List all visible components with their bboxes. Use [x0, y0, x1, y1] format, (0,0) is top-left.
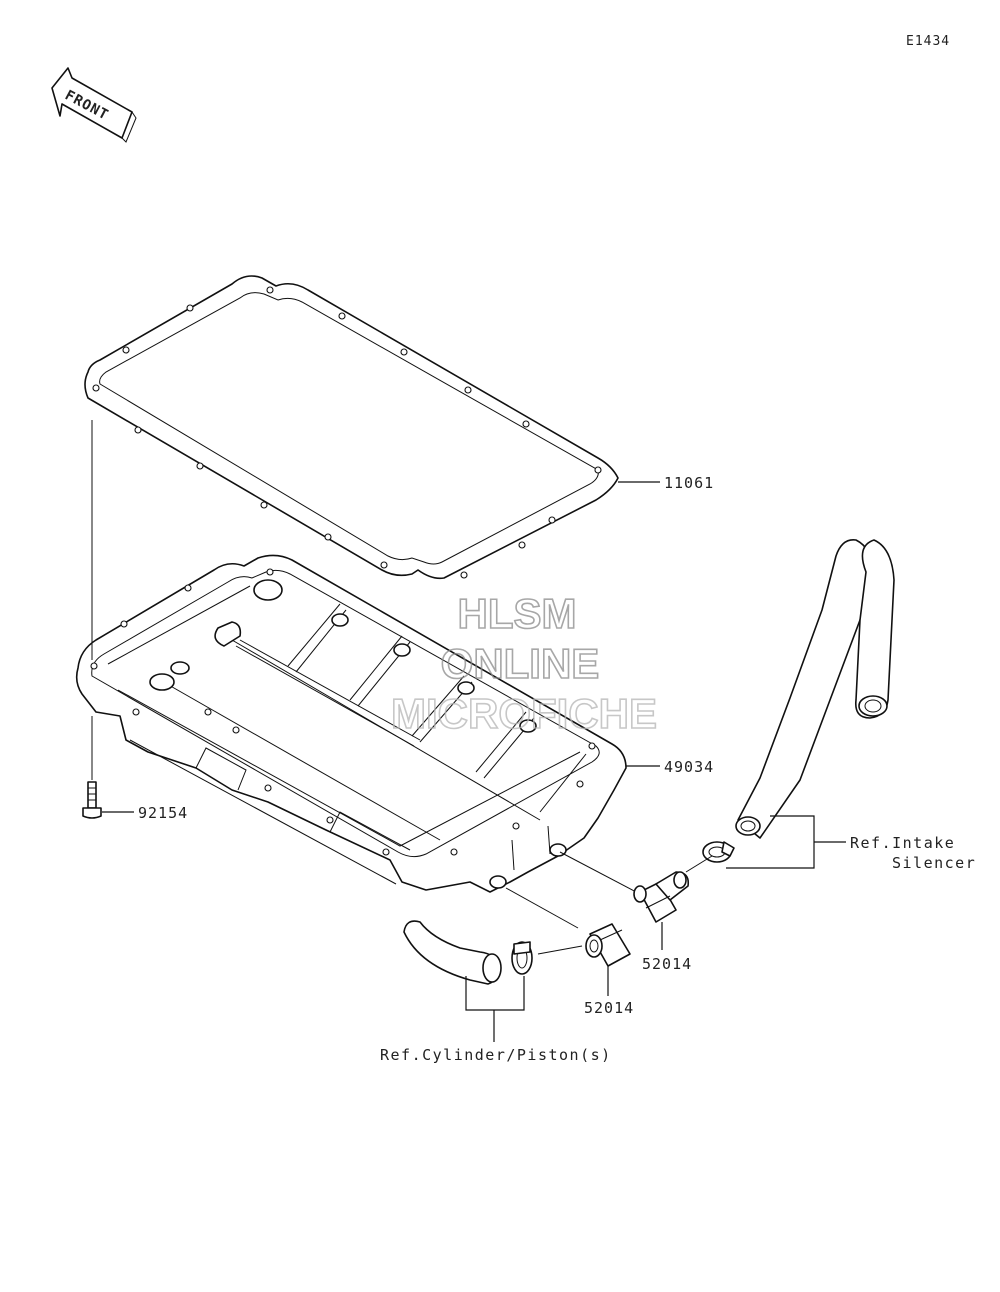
oil-pan-49034	[75, 554, 627, 893]
gasket-11061	[84, 275, 619, 580]
diagram-code: E1434	[906, 34, 950, 49]
bolt-92154	[82, 781, 102, 819]
part-label-fitting-lower: 52014	[584, 999, 634, 1017]
part-label-gasket: 11061	[664, 474, 714, 492]
watermark-line1: HLSM	[458, 590, 577, 637]
watermark-line3: MICROFICHE	[391, 690, 657, 737]
ref-cylinder: Ref.Cylinder/Piston(s)	[380, 1046, 612, 1064]
fitting-52014-upper	[633, 871, 690, 923]
watermark: HLSM ONLINE MICROFICHE	[390, 589, 658, 738]
front-arrow-icon: FRONT	[51, 67, 137, 143]
part-label-bolt: 92154	[138, 804, 188, 822]
ref-intake-line2: Silencer	[892, 854, 976, 872]
part-label-oil-pan: 49034	[664, 758, 714, 776]
fitting-upper-guide	[559, 851, 641, 895]
fitting-lower-guide	[505, 887, 579, 929]
part-label-fitting-upper: 52014	[642, 955, 692, 973]
cylinder-hose	[403, 920, 502, 985]
intake-hose	[735, 539, 895, 839]
fitting-52014-lower	[585, 923, 631, 967]
ref-intake-line1: Ref.Intake	[850, 834, 955, 852]
watermark-line2: ONLINE	[441, 640, 600, 687]
hose-clamp-lower	[511, 941, 533, 975]
